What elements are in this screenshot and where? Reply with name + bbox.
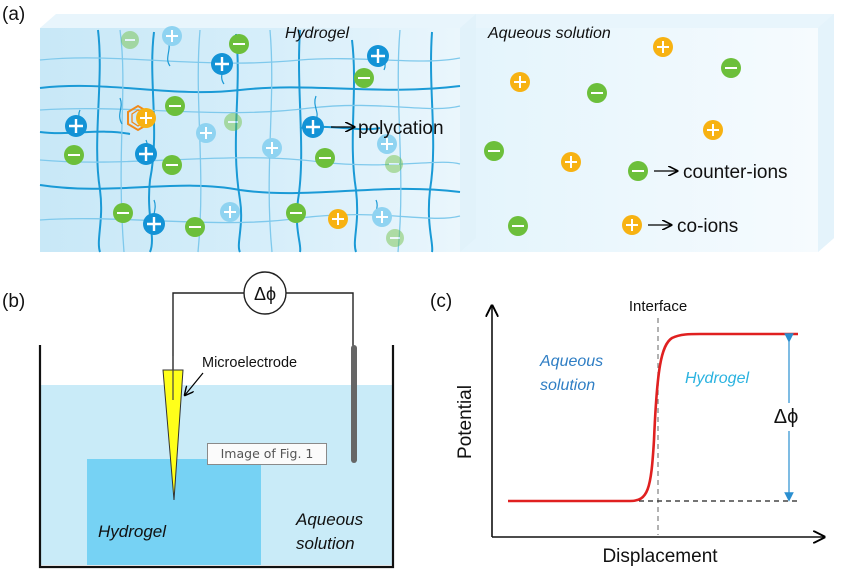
aqueous-label-c-line2: solution bbox=[540, 377, 595, 394]
slab-side bbox=[818, 14, 834, 252]
circuit-wire-left bbox=[172, 292, 244, 370]
y-axis-label: Potential bbox=[455, 385, 476, 459]
aqueous-label-b-line1: Aqueous bbox=[295, 510, 364, 529]
aqueous-region bbox=[460, 28, 818, 252]
hydrogel-label-b: Hydrogel bbox=[98, 522, 167, 541]
panel-c-label: (c) bbox=[430, 291, 452, 312]
potential-curve bbox=[508, 332, 798, 503]
delta-phi-label-bg bbox=[766, 403, 810, 431]
panel-a: (a) bbox=[2, 4, 834, 253]
light-cation bbox=[262, 138, 282, 158]
interface-plane bbox=[460, 14, 476, 252]
counter-ion bbox=[587, 83, 607, 103]
counter-ion bbox=[721, 58, 741, 78]
panel-a-label: (a) bbox=[2, 4, 25, 25]
image-tooltip: Image of Fig. 1 bbox=[207, 443, 327, 465]
counter-ion bbox=[113, 203, 133, 223]
co-ion-legend-marker bbox=[622, 215, 642, 235]
counter-ion bbox=[484, 141, 504, 161]
aqueous-label-b-line2: solution bbox=[296, 534, 355, 553]
light-cation bbox=[377, 134, 397, 154]
counter-ion-legend-marker bbox=[628, 161, 648, 181]
co-ion bbox=[561, 152, 581, 172]
aqueous-label-c-line1: Aqueous bbox=[539, 353, 603, 370]
panel-b: (b) Δϕ Microelectrode Hydrogel Aqueous s… bbox=[2, 271, 395, 569]
counter-ion bbox=[315, 148, 335, 168]
x-axis-label: Displacement bbox=[602, 546, 718, 567]
counter-ion bbox=[64, 145, 84, 165]
counter-ion bbox=[165, 96, 185, 116]
polycation-ion bbox=[143, 213, 165, 235]
polycation-label: polycation bbox=[358, 118, 444, 139]
faded-ions bbox=[121, 31, 404, 247]
counter-ion bbox=[185, 217, 205, 237]
co-ion bbox=[510, 72, 530, 92]
polycation-ion bbox=[135, 143, 157, 165]
polycation-ion bbox=[302, 116, 324, 138]
aqueous-ions bbox=[484, 37, 741, 236]
microelectrode-label: Microelectrode bbox=[202, 355, 297, 371]
counter-ion bbox=[162, 155, 182, 175]
beaker-outline bbox=[38, 345, 395, 569]
panel-c: (c) Potential Displacement Interface Δϕ … bbox=[430, 291, 824, 567]
polycation-ion bbox=[211, 53, 233, 75]
co-ions-label: co-ions bbox=[677, 216, 738, 237]
co-ion bbox=[136, 108, 156, 128]
microelectrode-pointer-arrow bbox=[185, 372, 204, 395]
aqueous-title: Aqueous solution bbox=[487, 25, 611, 42]
polymer-network bbox=[39, 29, 461, 253]
hydrogel-title: Hydrogel bbox=[285, 25, 349, 42]
voltmeter-icon bbox=[243, 271, 287, 315]
hydrogel-label-c: Hydrogel bbox=[685, 370, 749, 387]
counter-ion bbox=[508, 216, 528, 236]
counter-ion bbox=[286, 203, 306, 223]
polycation-ion bbox=[367, 45, 389, 67]
counter-ion bbox=[229, 34, 249, 54]
interface-label: Interface bbox=[629, 298, 687, 315]
light-cation bbox=[220, 202, 240, 222]
counter-ions-label: counter-ions bbox=[683, 162, 788, 183]
hydrogel-ions bbox=[64, 26, 404, 247]
light-cation bbox=[196, 123, 216, 143]
slab-top bbox=[40, 14, 834, 28]
polycation-ion bbox=[65, 115, 87, 137]
circuit-wire-right bbox=[286, 292, 354, 355]
light-cation bbox=[162, 26, 182, 46]
co-ion bbox=[328, 209, 348, 229]
reference-electrode bbox=[351, 345, 357, 463]
counter-ion bbox=[354, 68, 374, 88]
voltmeter-delta-phi: Δϕ bbox=[254, 284, 276, 304]
panel-b-label: (b) bbox=[2, 291, 25, 312]
light-cation bbox=[372, 207, 392, 227]
co-ion bbox=[653, 37, 673, 57]
co-ion bbox=[703, 120, 723, 140]
delta-phi-label-c: Δϕ bbox=[774, 406, 799, 428]
